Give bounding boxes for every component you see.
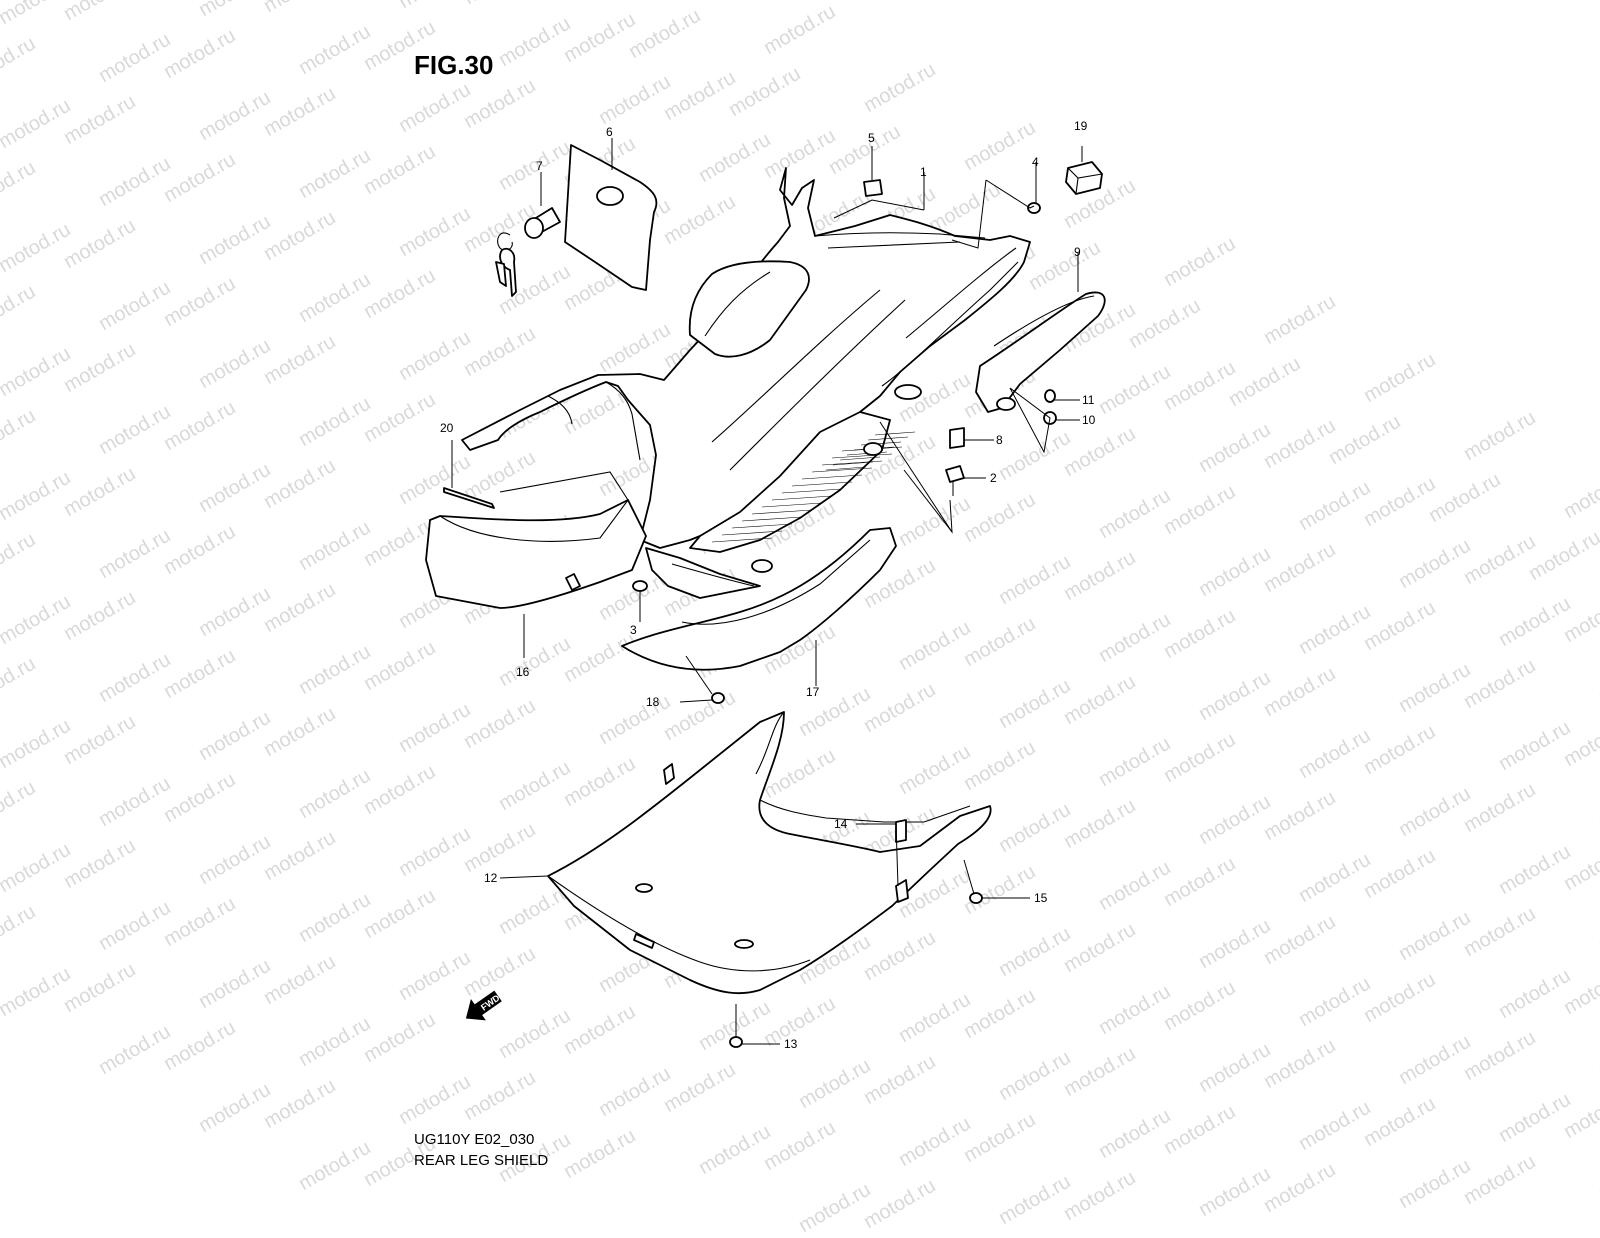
- floor-rib: [811, 467, 873, 473]
- callout-13: 13: [784, 1037, 798, 1051]
- callout-16: 16: [516, 665, 530, 679]
- callout-7: 7: [536, 159, 543, 173]
- floor-rib: [741, 516, 803, 522]
- floor-rib: [761, 502, 823, 508]
- part-right-under-cover: [975, 291, 1106, 413]
- part-under-cover: [547, 711, 992, 995]
- floor-rib: [771, 495, 833, 501]
- callout-20: 20: [440, 421, 454, 435]
- figure-caption: REAR LEG SHIELD: [414, 1152, 549, 1169]
- floor-rib: [711, 537, 773, 543]
- fwd-label: FWD: [479, 992, 502, 1012]
- leader-lines: [451, 138, 1083, 1045]
- callout-3: 3: [630, 623, 637, 637]
- floor-rib: [781, 488, 843, 494]
- floor-rib: [874, 431, 916, 436]
- part-block: [1065, 161, 1103, 195]
- floor-rib: [825, 466, 867, 471]
- callout-6: 6: [606, 125, 613, 139]
- floor-rib: [821, 460, 883, 466]
- callout-4: 4: [1032, 155, 1039, 169]
- callout-12: 12: [484, 871, 498, 885]
- figure-title: FIG.30: [414, 50, 494, 80]
- floor-rib: [832, 461, 874, 466]
- callout-14: 14: [834, 817, 848, 831]
- callout-5: 5: [868, 131, 875, 145]
- callout-15: 15: [1034, 891, 1048, 905]
- callout-1: 1: [920, 165, 927, 179]
- callout-labels: 1 2 3 4 5 6 7 8 9 10 11 12 13 14 15 16 1…: [440, 119, 1096, 1051]
- callout-8: 8: [996, 433, 1003, 447]
- floor-rib: [791, 481, 853, 487]
- part-right-step-rail: [621, 527, 897, 671]
- callout-9: 9: [1074, 245, 1081, 259]
- floor-rib: [751, 509, 813, 515]
- floor-rib: [839, 456, 881, 461]
- part-left-side-cover: [425, 471, 647, 609]
- callout-18: 18: [646, 695, 660, 709]
- part-rear-leg-shield-body: [461, 167, 1031, 599]
- callout-11: 11: [1082, 393, 1095, 407]
- forward-arrow-icon: FWD: [465, 990, 502, 1021]
- part-lid: [564, 144, 658, 291]
- callout-2: 2: [990, 471, 997, 485]
- part-lock-set: [495, 207, 561, 297]
- callout-17: 17: [806, 685, 820, 699]
- part-trim-strip: [443, 487, 495, 509]
- floor-rib: [801, 474, 863, 480]
- callout-19: 19: [1074, 119, 1088, 133]
- floor-rib: [731, 523, 793, 529]
- floor-rib: [831, 453, 893, 459]
- floor-rib: [721, 530, 783, 536]
- floor-rib: [867, 436, 909, 441]
- model-code: UG110Y E02_030: [414, 1131, 535, 1148]
- callout-10: 10: [1082, 413, 1096, 427]
- exploded-parts-drawing: 1 2 3 4 5 6 7 8 9 10 11 12 13 14 15 16 1…: [425, 119, 1106, 1051]
